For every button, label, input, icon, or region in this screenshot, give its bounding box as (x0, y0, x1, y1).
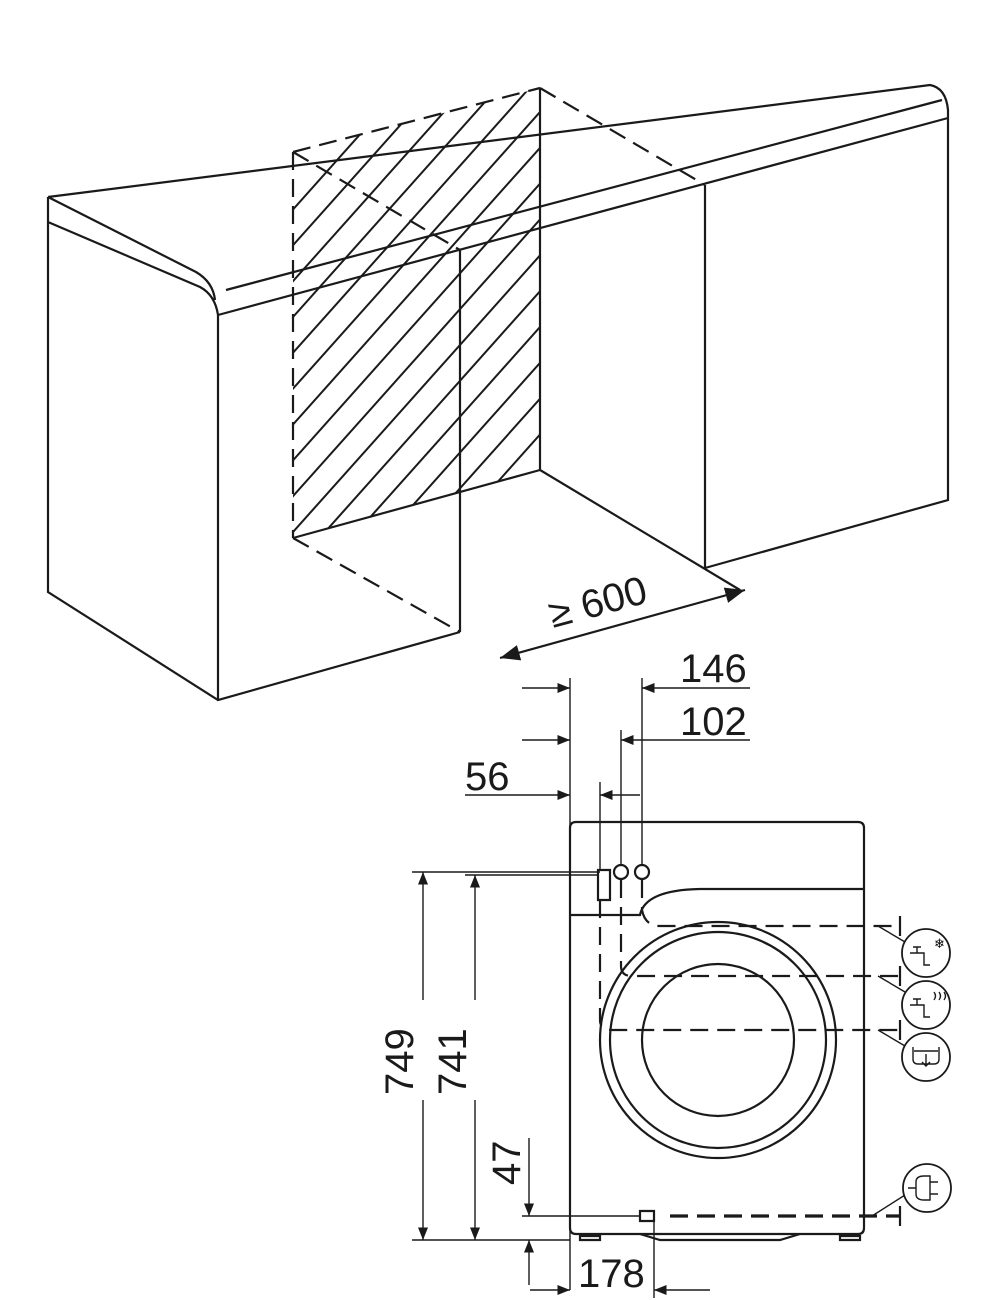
hatch-line (491, 88, 540, 538)
hatch-line (293, 88, 540, 538)
horizontal-dimensions (465, 682, 750, 1298)
hatch-line (844, 0, 1000, 560)
door-glass (640, 962, 796, 1118)
min-width-dimension (499, 587, 746, 661)
door-outer (598, 920, 838, 1160)
hot-water-inlet (612, 863, 630, 881)
niche-edges (292, 88, 741, 632)
hatch-line (427, 88, 540, 538)
hatch-line (293, 88, 540, 538)
hatch-line (395, 88, 540, 538)
hatch-line (293, 88, 540, 538)
machine-body (568, 820, 866, 1236)
cold-water-hose (640, 880, 900, 928)
hatch-line (812, 0, 1000, 560)
machine-view: 146 102 56 178 749 741 47 ❄ (378, 647, 952, 1298)
min-width-label: ≥ 600 (544, 568, 652, 636)
hatch-line (331, 88, 540, 538)
hatch-line (556, 0, 1000, 560)
hatch-line (620, 0, 1000, 560)
icon-leaders (871, 925, 906, 1217)
hot-water-hose (619, 880, 900, 978)
cold-water-inlet (633, 863, 651, 881)
hatch-line (293, 88, 540, 538)
worktop-niche-view: ≥ 600 (46, 0, 1000, 702)
hatch-line (363, 88, 540, 538)
dim-56: 56 (465, 755, 510, 799)
hatch-line (716, 0, 1000, 560)
hatch-line (748, 0, 1000, 560)
control-panel-line (570, 887, 864, 917)
dim-741: 741 (431, 1028, 475, 1095)
hatch-line (299, 88, 540, 538)
right-cabinet (47, 83, 950, 570)
reference-lines (569, 678, 643, 1290)
power-plug-icon (902, 1163, 952, 1213)
power-cable-connector (638, 1209, 656, 1223)
hatch-line (293, 88, 540, 538)
hatch-line (588, 0, 1000, 560)
svg-text:❄: ❄ (934, 937, 945, 952)
machine-feet (578, 1232, 862, 1242)
dim-102: 102 (680, 700, 747, 744)
niche-dashed-outline (291, 86, 706, 633)
hatch-line (459, 88, 540, 538)
dim-178: 178 (578, 1252, 645, 1296)
hatch-line (293, 88, 540, 538)
hot-water-icon (901, 980, 951, 1030)
dim-749: 749 (378, 1028, 422, 1095)
hatch-line (523, 88, 540, 538)
hatch-line (876, 0, 1000, 560)
drain-hose (598, 900, 900, 1032)
hatch-line (684, 0, 1000, 560)
left-cabinet-and-worktop (46, 98, 949, 702)
hatch-line (293, 88, 540, 538)
hatch-line (780, 0, 1000, 560)
drain-icon (901, 1032, 951, 1082)
hatched-back-wall (293, 0, 1000, 560)
dim-47: 47 (485, 1141, 529, 1186)
door-ring (608, 930, 828, 1150)
vertical-dimensions (412, 871, 640, 1285)
drain-hose-connector (596, 868, 612, 902)
cold-water-icon: ❄ (901, 928, 951, 978)
dim-146: 146 (680, 647, 747, 691)
